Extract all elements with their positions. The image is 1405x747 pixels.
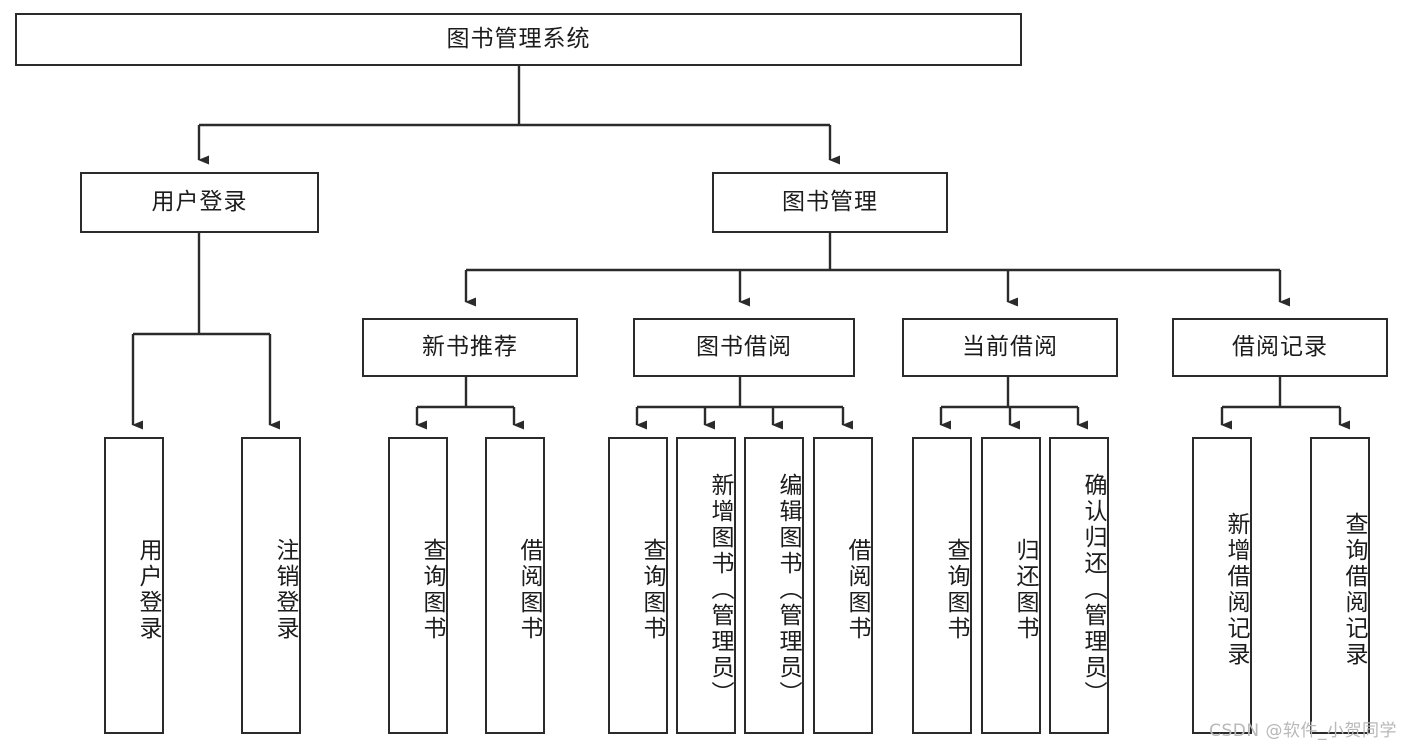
node-label: 新增图书（管理员）: [707, 472, 733, 707]
leaf-edit-book-admin[interactable]: 编辑图书（管理员）: [744, 437, 804, 734]
leaf-logout[interactable]: 注销登录: [241, 437, 301, 734]
node-label: 借阅图书: [844, 537, 870, 642]
node-book-management[interactable]: 图书管理: [712, 172, 948, 233]
node-root-system[interactable]: 图书管理系统: [15, 13, 1022, 66]
node-label: 图书管理: [782, 189, 878, 216]
node-label: 注销登录: [272, 537, 298, 642]
leaf-borrow-book-recommend[interactable]: 借阅图书: [485, 437, 545, 734]
leaf-confirm-return-admin[interactable]: 确认归还（管理员）: [1049, 437, 1109, 734]
node-label: 当前借阅: [962, 334, 1058, 361]
leaf-add-borrow-record[interactable]: 新增借阅记录: [1192, 437, 1252, 734]
node-label: 查询借阅记录: [1341, 511, 1367, 668]
node-book-borrow[interactable]: 图书借阅: [633, 318, 855, 377]
node-label: 确认归还（管理员）: [1080, 472, 1106, 707]
node-borrow-records[interactable]: 借阅记录: [1172, 318, 1388, 377]
leaf-query-book-borrow[interactable]: 查询图书: [608, 437, 668, 734]
leaf-query-book-current[interactable]: 查询图书: [912, 437, 972, 734]
node-label: 新书推荐: [422, 334, 518, 361]
leaf-return-book[interactable]: 归还图书: [981, 437, 1041, 734]
leaf-borrow-book[interactable]: 借阅图书: [813, 437, 873, 734]
leaf-query-borrow-record[interactable]: 查询借阅记录: [1310, 437, 1370, 734]
node-label: 图书借阅: [696, 334, 792, 361]
node-label: 图书管理系统: [446, 26, 591, 53]
node-label: 新增借阅记录: [1223, 511, 1249, 668]
node-label: 用户登录: [135, 537, 161, 642]
node-label: 借阅图书: [516, 537, 542, 642]
leaf-add-book-admin[interactable]: 新增图书（管理员）: [676, 437, 736, 734]
node-label: 查询图书: [639, 537, 665, 642]
node-current-borrow[interactable]: 当前借阅: [902, 318, 1118, 377]
node-label: 查询图书: [943, 537, 969, 642]
csdn-watermark: CSDN @软件_小贺同学: [1209, 721, 1397, 741]
node-new-book-recommend[interactable]: 新书推荐: [362, 318, 578, 377]
node-label: 编辑图书（管理员）: [775, 472, 801, 707]
node-label: 归还图书: [1012, 537, 1038, 642]
node-label: 用户登录: [151, 189, 248, 216]
leaf-query-book-recommend[interactable]: 查询图书: [388, 437, 448, 734]
node-label: 借阅记录: [1232, 334, 1328, 361]
node-label: 查询图书: [419, 537, 445, 642]
leaf-user-login[interactable]: 用户登录: [104, 437, 164, 734]
node-user-login[interactable]: 用户登录: [80, 172, 319, 233]
